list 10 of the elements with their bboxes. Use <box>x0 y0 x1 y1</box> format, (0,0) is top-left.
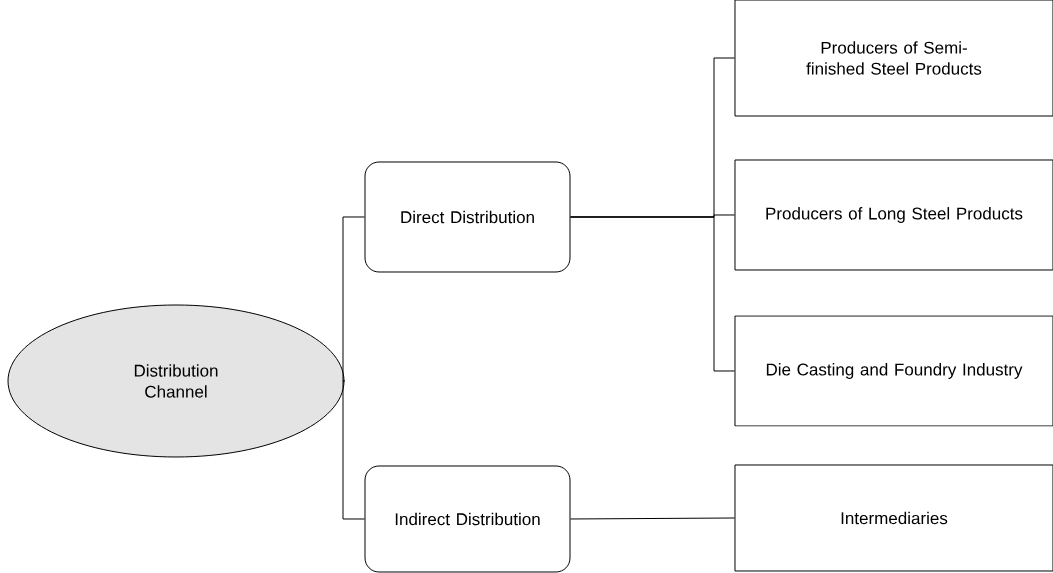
connector-line <box>570 517 735 520</box>
connector-line <box>342 380 365 520</box>
rounded-box: Indirect Distribution <box>364 465 571 573</box>
connector-line <box>342 216 365 382</box>
category-box: Die Casting and Foundry Industry <box>734 315 1053 427</box>
rounded-box: Direct Distribution <box>364 161 571 273</box>
category-box: Producers of Semi-finished Steel Products <box>734 0 1053 117</box>
category-box: Producers of Long Steel Products <box>734 159 1053 271</box>
connector-line <box>570 216 735 372</box>
category-box: Intermediaries <box>734 464 1053 572</box>
